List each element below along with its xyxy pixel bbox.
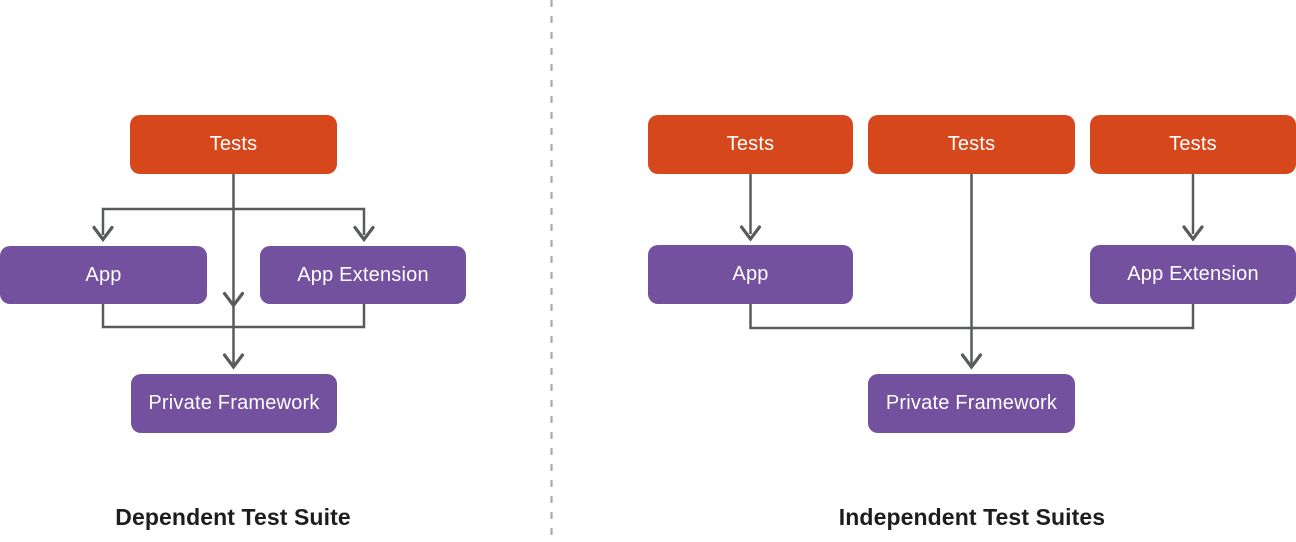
- right-node-private-framework: Private Framework: [868, 374, 1075, 433]
- left-node-tests: Tests: [130, 115, 337, 174]
- left-arrowhead-into-app: [92, 225, 114, 243]
- right-node-app: App: [648, 245, 853, 304]
- right-node-tests-2: Tests: [868, 115, 1075, 174]
- right-arrowhead-into-app-extension: [1182, 225, 1204, 242]
- left-arrowhead-into-private-framework: [222, 353, 245, 370]
- right-diagram-caption: Independent Test Suites: [838, 504, 1106, 530]
- left-arrowhead-mid-center-line: [222, 291, 245, 309]
- right-node-app-extension: App Extension: [1090, 245, 1296, 304]
- left-bracket-tests-to-app-and-extension: [101, 207, 366, 235]
- right-arrowhead-into-app: [739, 225, 762, 242]
- left-node-app: App: [0, 246, 207, 304]
- right-node-tests-1: Tests: [648, 115, 853, 174]
- left-diagram-caption: Dependent Test Suite: [115, 504, 351, 530]
- left-arrowhead-into-app-extension: [353, 225, 375, 243]
- left-node-app-extension: App Extension: [260, 246, 466, 304]
- left-bracket-app-and-extension-to-framework: [101, 304, 366, 329]
- right-arrowhead-into-private-framework: [960, 353, 983, 370]
- right-bracket-app-and-extension-to-framework: [749, 304, 1195, 330]
- left-node-private-framework: Private Framework: [131, 374, 337, 433]
- right-node-tests-3: Tests: [1090, 115, 1296, 174]
